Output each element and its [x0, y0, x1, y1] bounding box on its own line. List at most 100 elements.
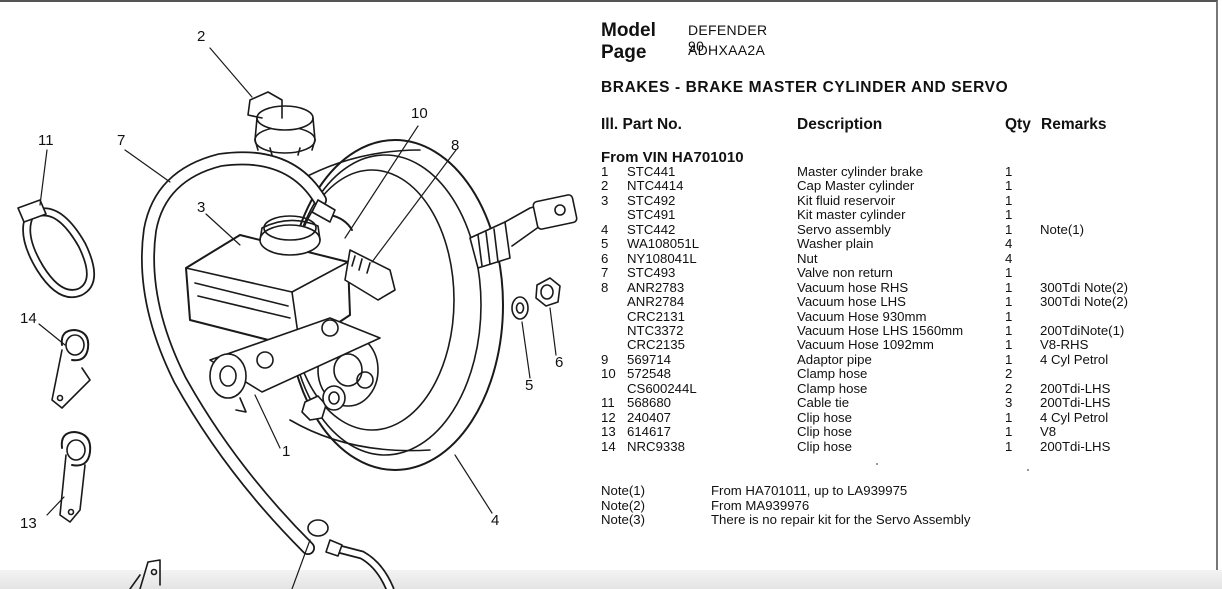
callout-1: 1 — [282, 443, 290, 460]
quantity: 1 — [1005, 192, 1013, 208]
quantity: 1 — [1005, 164, 1013, 179]
quantity: 1 — [1005, 337, 1013, 353]
note-text: From MA939976 — [711, 497, 810, 513]
quantity: 1 — [1005, 438, 1013, 454]
parts-diagram: 2 7 11 3 10 8 14 13 1 4 5 6 — [0, 0, 590, 589]
description: Vacuum Hose 930mm — [797, 308, 927, 324]
remarks: 300Tdi Note(2) — [1040, 294, 1128, 310]
callout-8: 7 — [117, 132, 125, 149]
part-number: 572548 — [627, 366, 672, 382]
remarks: 200Tdi-LHS — [1040, 380, 1111, 396]
description: Adaptor pipe — [797, 351, 872, 367]
part-number: NTC4414 — [627, 178, 684, 194]
column-remarks: Remarks — [1041, 116, 1107, 133]
part-number: NRC9338 — [627, 438, 685, 454]
part-number: NTC3372 — [627, 322, 684, 338]
callout-6: 6 — [555, 354, 563, 371]
callout-11: 11 — [38, 132, 54, 149]
clip-hose-13 — [59, 431, 92, 523]
part-number: CRC2135 — [627, 337, 685, 353]
description: Clip hose — [797, 424, 852, 440]
part-number: CS600244L — [627, 380, 697, 396]
adaptor-pipe — [307, 519, 395, 589]
note-label: Note(2) — [601, 497, 645, 513]
ill-number: 9 — [601, 351, 609, 367]
callout-2: 2 — [197, 28, 205, 45]
page-label: Page — [601, 42, 647, 63]
table-row: CRC2135 Vacuum Hose 1092mm 1 V8-RHS — [0, 338, 1222, 353]
ill-number: 6 — [601, 250, 609, 266]
description: Clamp hose — [797, 366, 868, 382]
description: Cap Master cylinder — [797, 178, 915, 194]
remarks: 200TdiNote(1) — [1040, 322, 1125, 338]
callout-7: 8 — [451, 137, 459, 154]
non-return-valve — [311, 199, 396, 301]
note-text: There is no repair kit for the Servo Ass… — [711, 512, 971, 527]
ill-number: 7 — [601, 265, 609, 281]
ill-number: 11 — [601, 395, 615, 411]
quantity: 1 — [1005, 409, 1013, 425]
quantity: 1 — [1005, 279, 1013, 295]
model-label: Model — [601, 20, 656, 41]
quantity: 4 — [1005, 236, 1013, 252]
part-number: 614617 — [627, 424, 672, 440]
description: Washer plain — [797, 236, 874, 252]
remarks: V8 — [1040, 424, 1057, 440]
part-number: ANR2784 — [627, 294, 685, 310]
quantity: 1 — [1005, 265, 1013, 281]
description: Nut — [797, 250, 818, 266]
remarks: 200Tdi-LHS — [1040, 438, 1111, 454]
push-rod-boot — [469, 194, 578, 269]
quantity: 1 — [1005, 424, 1013, 440]
clip-hose-14 — [51, 329, 91, 409]
quantity: 1 — [1005, 207, 1013, 223]
note-row: Note(3) There is no repair kit for the Se… — [0, 512, 1222, 527]
callout-4: 4 — [491, 512, 499, 529]
reservoir-cap — [247, 91, 316, 156]
part-number: NY108041L — [627, 250, 697, 266]
description: Vacuum Hose 1092mm — [797, 337, 934, 353]
quantity: 1 — [1005, 221, 1013, 237]
quantity: 2 — [1005, 366, 1013, 382]
callout-5: 5 — [525, 377, 533, 394]
scan-speck — [876, 463, 878, 465]
remarks: 4 Cyl Petrol — [1040, 409, 1109, 425]
quantity: 1 — [1005, 308, 1013, 324]
ill-number: 5 — [601, 236, 609, 252]
quantity: 1 — [1005, 322, 1013, 338]
callout-14: 14 — [20, 310, 37, 327]
part-number: 569714 — [627, 351, 672, 367]
part-number: STC493 — [627, 265, 676, 281]
part-number: STC442 — [627, 221, 676, 237]
description: Servo assembly — [797, 221, 891, 237]
note-row: Note(1)From HA701011, up to LA939975 — [0, 483, 1222, 498]
ill-number: 2 — [601, 178, 609, 194]
part-number: STC441 — [627, 164, 676, 179]
callout-3: 3 — [197, 199, 205, 216]
quantity: 2 — [1005, 380, 1013, 396]
vacuum-hose — [141, 151, 327, 555]
note-label: Note(3) — [601, 512, 645, 527]
scan-speck — [1027, 469, 1029, 471]
leader-lines — [38, 47, 557, 589]
remarks: V8-RHS — [1040, 337, 1089, 353]
quantity: 1 — [1005, 294, 1013, 310]
ill-number: 8 — [601, 279, 609, 295]
description: Clip hose — [797, 409, 852, 425]
ill-number: 14 — [601, 438, 616, 454]
bracket-bottom — [129, 559, 161, 589]
